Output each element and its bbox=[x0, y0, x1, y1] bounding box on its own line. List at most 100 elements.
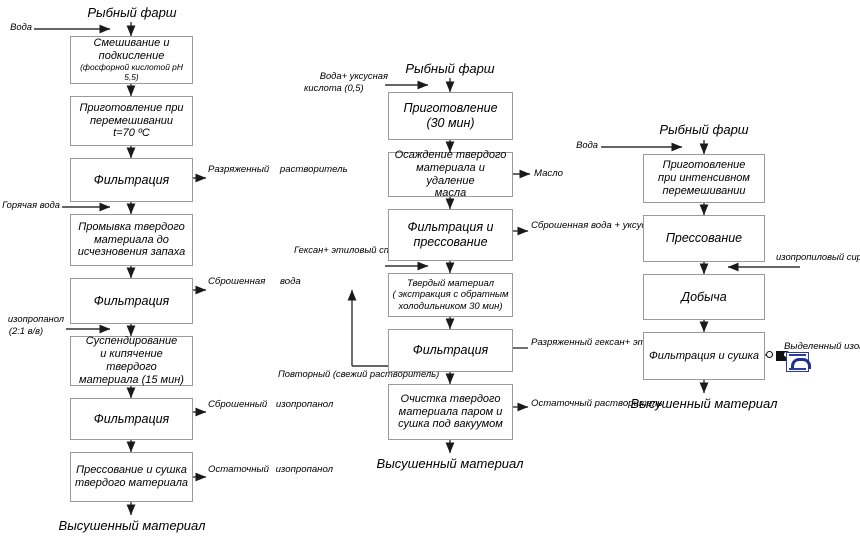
label-line: Остаточный bbox=[531, 398, 592, 409]
label-line: Остаточный bbox=[208, 464, 269, 475]
label-line: Разряженный гексан+ bbox=[531, 337, 631, 348]
box-line: масла bbox=[434, 187, 467, 200]
label-line: растворитель bbox=[594, 398, 663, 409]
label-line: Сброшенный bbox=[208, 399, 268, 410]
box-line: Приготовление bbox=[403, 101, 498, 116]
column-1-step-filtration-1[interactable]: Фильтрация bbox=[70, 158, 193, 202]
box-line: Фильтрация bbox=[93, 172, 170, 187]
column-2-final-product: Высушенный материал bbox=[376, 456, 524, 471]
column-1-step-washing-solid[interactable]: Промывка твердого материала до исчезнове… bbox=[70, 214, 193, 266]
column-1-input-izopropanol: изопропанол (2:1 в/в) bbox=[0, 313, 64, 337]
column-3-feed-title: Рыбный фарш bbox=[659, 122, 749, 137]
box-line: Очистка твердого bbox=[400, 392, 501, 405]
box-line: Смешивание и bbox=[93, 37, 170, 50]
column-2-output-residual-solvent: Остаточный растворитель bbox=[531, 398, 662, 410]
label-line: этиловый спирт bbox=[331, 244, 408, 255]
selection-handle-left[interactable] bbox=[766, 351, 773, 358]
label-line: растворитель bbox=[279, 164, 348, 175]
column-1-step-filtration-3[interactable]: Фильтрация bbox=[70, 398, 193, 440]
column-2-feed-title: Рыбный фарш bbox=[405, 61, 495, 76]
column-3-step-pressing[interactable]: Прессование bbox=[643, 215, 765, 262]
box-line: Добыча bbox=[681, 289, 727, 304]
box-line: Осаждение твердого bbox=[394, 148, 507, 161]
column-1-output-diluted-solvent: Разряженный растворитель bbox=[208, 164, 348, 176]
label-line: (2:1 в/в) bbox=[8, 324, 44, 336]
label-line: Масло bbox=[534, 168, 563, 179]
arc-thumbnail-icon[interactable] bbox=[786, 352, 811, 372]
column-1-step-filtration-2[interactable]: Фильтрация bbox=[70, 278, 193, 324]
column-3-input-voda: Вода bbox=[576, 139, 598, 150]
box-line: материала и удаление bbox=[416, 161, 485, 187]
box-line: Прессование и сушка bbox=[76, 464, 187, 477]
column-1-output-discarded-isopropanol: Сброшенный изопропанол bbox=[208, 399, 333, 411]
box-line: Суспендирование bbox=[85, 335, 178, 348]
column-1-step-pressing-drying[interactable]: Прессование и сушка твердого материала bbox=[70, 452, 193, 502]
column-2-step-filtration-pressing[interactable]: Фильтрация и прессование bbox=[388, 209, 513, 261]
column-3-final-product: Высушенный материал bbox=[630, 396, 778, 411]
column-3-step-filtration-drying[interactable]: Фильтрация и сушка bbox=[643, 332, 765, 380]
box-line: Фильтрация bbox=[93, 293, 170, 308]
box-line: прессование bbox=[413, 235, 488, 249]
box-line: исчезновения запаха bbox=[77, 246, 186, 259]
box-line: Приготовление при bbox=[79, 101, 184, 114]
column-3-step-extraction[interactable]: Добыча bbox=[643, 274, 765, 320]
label-line: изопропанол bbox=[275, 399, 334, 410]
column-1-step-mixing-acidification[interactable]: Смешивание и подкисление (фосфорной кисл… bbox=[70, 36, 193, 84]
column-2-step-filtration-2[interactable]: Фильтрация bbox=[388, 329, 513, 372]
label-line: изопропанол bbox=[275, 464, 333, 475]
column-1-feed-title: Рыбный фарш bbox=[87, 5, 177, 20]
box-line: ( экстракция с обратным bbox=[392, 289, 509, 301]
label-line: (свежий растворитель) bbox=[332, 368, 440, 379]
column-3-input-isopropyl-alcohol: изопропиловый сирт bbox=[776, 251, 860, 263]
box-line: холодильником 30 мин) bbox=[398, 300, 503, 312]
column-2-step-steam-clean-vacuum-dry[interactable]: Очистка твердого материала паром и сушка… bbox=[388, 384, 513, 440]
selection-handle-arrow[interactable] bbox=[776, 351, 786, 361]
label-line: сирт bbox=[846, 251, 860, 262]
column-1-output-discarded-water: Сброшенная вода bbox=[208, 276, 301, 288]
box-line: Фильтрация bbox=[412, 343, 489, 358]
box-line: Фильтрация и сушка bbox=[649, 349, 759, 362]
label-line: кислота (0,5) bbox=[304, 81, 364, 93]
column-1-step-cooking-stirring[interactable]: Приготовление при перемешивании t=70 ºC bbox=[70, 96, 193, 146]
column-1-input-voda: Вода bbox=[10, 21, 32, 32]
label-line: Гексан+ bbox=[294, 244, 329, 255]
label-line: Сброшенная bbox=[208, 276, 266, 287]
box-line: Прессование bbox=[665, 231, 743, 246]
column-2-step-sedimentation-oil-removal[interactable]: Осаждение твердого материала и удаление … bbox=[388, 148, 513, 200]
label-line: изопропиловый bbox=[776, 251, 845, 262]
column-2-output-oil: Масло bbox=[534, 168, 563, 180]
label-line: Повторный bbox=[278, 368, 331, 379]
box-line: Фильтрация и bbox=[407, 220, 494, 235]
box-line: Промывка твердого bbox=[78, 220, 185, 233]
box-line: и кипячение твердого bbox=[100, 348, 163, 373]
box-line: (фосфорной кислотой рН 5,5) bbox=[80, 62, 183, 82]
box-line: при интенсивном bbox=[658, 172, 750, 185]
label-line: Выделенный bbox=[784, 341, 842, 352]
column-1-output-residual-isopropanol: Остаточный изопропанол bbox=[208, 464, 333, 476]
label-line: вода bbox=[280, 276, 301, 287]
box-line: t=70 ºC bbox=[113, 127, 150, 140]
column-1-step-suspension-boiling[interactable]: Суспендирование и кипячение твердого мат… bbox=[70, 335, 193, 386]
box-line: материала (15 мин) bbox=[79, 373, 184, 386]
column-2-step-solid-material-extraction[interactable]: Твердый материал ( экстракция с обратным… bbox=[388, 273, 513, 317]
box-line: материала до bbox=[94, 233, 169, 246]
label-line: изопропиловый bbox=[844, 341, 860, 352]
box-line: Фильтрация bbox=[93, 411, 170, 426]
box-line: Твердый материал bbox=[406, 278, 495, 290]
box-line: подкисление bbox=[98, 50, 165, 63]
box-line: материала паром и bbox=[398, 405, 503, 418]
column-2-input-water-acetic-acid: Вода+ уксусная кислота (0,5) bbox=[304, 70, 388, 94]
column-1-input-goryachaya-voda: Горячая вода bbox=[2, 199, 60, 210]
column-2-input-fresh-solvent: Повторный (свежий растворитель) bbox=[278, 368, 439, 380]
box-line: перемешивании bbox=[662, 184, 746, 197]
label-line: Сброшенная вода + bbox=[531, 220, 621, 231]
column-2-step-cooking-30min[interactable]: Приготовление (30 мин) bbox=[388, 92, 513, 140]
box-line: (30 мин) bbox=[426, 116, 475, 130]
label-line: Разряженный bbox=[208, 164, 270, 175]
box-line: перемешивании bbox=[89, 114, 174, 127]
box-line: Приготовление bbox=[662, 159, 746, 172]
column-3-step-cooking-intensive-stirring[interactable]: Приготовление при интенсивном перемешива… bbox=[643, 154, 765, 203]
box-line: твердого материала bbox=[74, 477, 189, 489]
column-1-final-product: Высушенный материал bbox=[58, 518, 206, 533]
